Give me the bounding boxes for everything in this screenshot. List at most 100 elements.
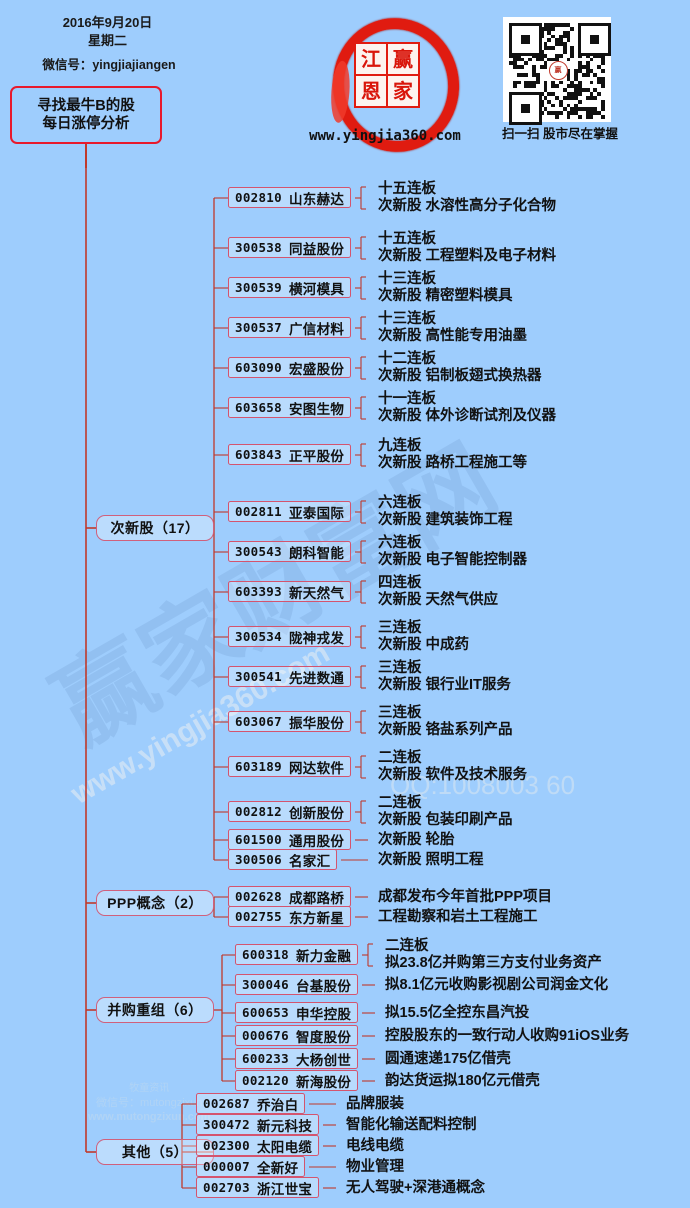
logo-char-3: 恩	[356, 76, 386, 106]
logo-char-4: 家	[388, 76, 418, 106]
stock-description: 圆通速递175亿借壳	[385, 1051, 511, 1068]
stock-description-detail: 次新股 轮胎	[378, 831, 455, 848]
stock-code: 002755	[235, 909, 282, 924]
stock-code: 603189	[235, 759, 282, 774]
stock-name: 网达软件	[288, 760, 345, 776]
stock-code: 002120	[242, 1073, 289, 1088]
stock-description-detail: 拟15.5亿全控东昌汽投	[385, 1004, 530, 1021]
stock-name: 新力金融	[295, 948, 352, 964]
category-node-ppp[interactable]: PPP概念（2）	[96, 890, 214, 916]
stock-description-detail: 次新股 工程塑料及电子材料	[378, 248, 557, 264]
stock-description-detail: 品牌服装	[346, 1095, 404, 1112]
root-node-line2: 每日涨停分析	[42, 116, 130, 132]
stock-description: 二连板次新股 包装印刷产品	[378, 795, 513, 829]
header-date: 2016年9月20日 星期二	[20, 14, 195, 49]
stock-code: 600653	[242, 1005, 289, 1020]
stock-description: 次新股 照明工程	[378, 852, 484, 869]
stock-name: 太阳电缆	[256, 1139, 313, 1155]
stock-description-detail: 次新股 电子智能控制器	[378, 552, 528, 568]
stock-node[interactable]: 002755 东方新星	[228, 906, 352, 927]
stock-description-detail: 无人驾驶+深港通概念	[346, 1179, 485, 1196]
stock-description-streak: 二连板	[385, 938, 429, 954]
stock-description-streak: 三连板	[378, 660, 422, 676]
stock-node[interactable]: 600653 申华控股	[235, 1002, 359, 1023]
category-node-qita[interactable]: 其他（5）	[96, 1139, 214, 1165]
stock-description-detail: 圆通速递175亿借壳	[385, 1050, 511, 1067]
stock-description-detail: 拟8.1亿元收购影视剧公司润金文化	[385, 976, 609, 993]
stock-description-detail: 次新股 银行业IT服务	[378, 677, 511, 693]
stock-description-detail: 次新股 建筑装饰工程	[378, 512, 513, 528]
stock-description-streak: 三连板	[378, 705, 422, 721]
stock-description: 十二连板次新股 铝制板翅式换热器	[378, 351, 542, 385]
logo-character-grid: 江 赢 恩 家	[354, 42, 420, 108]
stock-node[interactable]: 603843 正平股份	[228, 444, 352, 465]
stock-description: 十三连板次新股 精密塑料模具	[378, 271, 513, 305]
stock-name: 东方新星	[288, 910, 345, 926]
stock-description-streak: 二连板	[378, 750, 422, 766]
stock-name: 正平股份	[288, 448, 345, 464]
stock-description: 拟15.5亿全控东昌汽投	[385, 1005, 529, 1022]
stock-node[interactable]: 603189 网达软件	[228, 756, 352, 777]
stock-description: 品牌服装	[346, 1096, 404, 1113]
stock-code: 300538	[235, 240, 282, 255]
stock-name: 大杨创世	[295, 1052, 352, 1068]
stock-description: 十一连板次新股 体外诊断试剂及仪器	[378, 391, 556, 425]
stock-code: 300506	[235, 852, 282, 867]
stock-description: 十三连板次新股 高性能专用油墨	[378, 311, 527, 345]
stock-code: 300046	[242, 977, 289, 992]
stock-node[interactable]: 002687 乔治白	[196, 1093, 306, 1114]
root-node[interactable]: 寻找最牛B的股 每日涨停分析	[10, 86, 162, 144]
stock-name: 通用股份	[288, 833, 345, 849]
stock-name: 乔治白	[256, 1097, 299, 1113]
category-node-label: 并购重组（6）	[107, 1002, 203, 1018]
stock-description: 六连板次新股 电子智能控制器	[378, 535, 527, 569]
stock-code: 002703	[203, 1180, 250, 1195]
stock-code: 002300	[203, 1138, 250, 1153]
stock-description: 控股股东的一致行动人收购91iOS业务	[385, 1028, 629, 1045]
stock-description-detail: 拟23.8亿并购第三方支付业务资产	[385, 955, 602, 971]
stock-code: 002687	[203, 1096, 250, 1111]
stock-node[interactable]: 002300 太阳电缆	[196, 1135, 320, 1156]
stock-description-detail: 工程勘察和岩土工程施工	[378, 908, 538, 925]
logo-website-url: www.yingjia360.com	[309, 128, 461, 144]
stock-description-detail: 次新股 包装印刷产品	[378, 812, 513, 828]
stock-code: 603843	[235, 447, 282, 462]
stock-description-streak: 十三连板	[378, 311, 436, 327]
stock-description-streak: 四连板	[378, 575, 422, 591]
stock-description-streak: 六连板	[378, 495, 422, 511]
category-node-cixingu[interactable]: 次新股（17）	[96, 515, 214, 541]
stock-description: 四连板次新股 天然气供应	[378, 575, 498, 609]
stock-description: 智能化输送配料控制	[346, 1117, 477, 1134]
stock-code: 300534	[235, 629, 282, 644]
category-node-binggou[interactable]: 并购重组（6）	[96, 997, 214, 1023]
stock-code: 000007	[203, 1159, 250, 1174]
stock-code: 603067	[235, 714, 282, 729]
stock-description-detail: 成都发布今年首批PPP项目	[378, 888, 553, 905]
logo-char-2: 赢	[388, 44, 418, 74]
stock-name: 申华控股	[295, 1006, 352, 1022]
